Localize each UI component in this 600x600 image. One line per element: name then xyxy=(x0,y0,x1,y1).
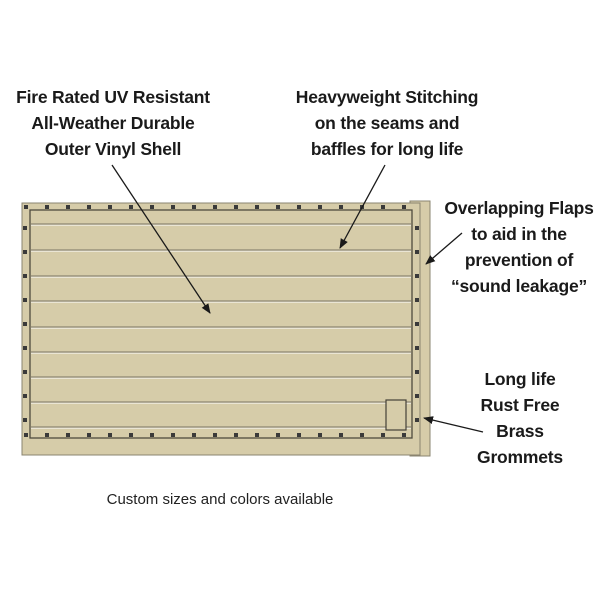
grommet xyxy=(23,322,27,326)
grommet xyxy=(108,433,112,437)
grommet xyxy=(23,370,27,374)
label-line: Outer Vinyl Shell xyxy=(44,139,182,159)
grommet xyxy=(23,394,27,398)
label-line: Heavyweight Stitching xyxy=(295,87,479,107)
grommet xyxy=(381,205,385,209)
grommet xyxy=(129,433,133,437)
grommet xyxy=(129,205,133,209)
grommet xyxy=(402,205,406,209)
grommet xyxy=(415,250,419,254)
label-line: All-Weather Durable xyxy=(31,113,195,133)
grommet xyxy=(276,433,280,437)
label-overlapping-flaps: Overlapping Flaps to aid in the preventi… xyxy=(440,195,598,299)
grommet xyxy=(23,226,27,230)
grommet xyxy=(24,205,28,209)
grommet xyxy=(415,322,419,326)
grommet xyxy=(415,298,419,302)
grommet xyxy=(171,433,175,437)
grommet xyxy=(66,205,70,209)
grommet xyxy=(45,205,49,209)
label-vinyl-shell: Fire Rated UV Resistant All-Weather Dura… xyxy=(8,84,218,162)
grommet xyxy=(234,205,238,209)
grommet xyxy=(24,433,28,437)
grommet xyxy=(415,418,419,422)
grommet xyxy=(415,274,419,278)
grommet xyxy=(23,250,27,254)
grommet xyxy=(87,205,91,209)
arrow-vinyl-shell xyxy=(111,164,211,314)
vinyl-panel xyxy=(21,202,421,456)
grommet xyxy=(23,346,27,350)
grommet xyxy=(276,205,280,209)
label-line: Fire Rated UV Resistant xyxy=(16,87,210,107)
grommet xyxy=(255,433,259,437)
grommet xyxy=(192,205,196,209)
grommet xyxy=(415,370,419,374)
grommet xyxy=(23,274,27,278)
grommet xyxy=(23,418,27,422)
grommet xyxy=(234,433,238,437)
grommet xyxy=(23,298,27,302)
label-line: to aid in the xyxy=(471,224,567,244)
access-patch xyxy=(385,399,407,431)
label-line: Long life xyxy=(484,369,556,389)
label-line: Overlapping Flaps xyxy=(444,198,594,218)
grommet xyxy=(381,433,385,437)
grommet xyxy=(360,433,364,437)
label-line: on the seams and xyxy=(314,113,460,133)
grommet xyxy=(213,433,217,437)
arrow-stitching xyxy=(339,164,386,249)
label-stitching: Heavyweight Stitching on the seams and b… xyxy=(282,84,492,162)
grommet xyxy=(415,226,419,230)
arrow-grommets xyxy=(423,416,484,433)
label-line: Brass xyxy=(496,421,544,441)
grommet xyxy=(213,205,217,209)
grommet xyxy=(255,205,259,209)
label-line: prevention of xyxy=(464,250,574,270)
grommet xyxy=(339,205,343,209)
grommet xyxy=(415,346,419,350)
arrow-flaps xyxy=(425,232,463,265)
grommet xyxy=(415,394,419,398)
label-line: “sound leakage” xyxy=(450,276,588,296)
grommet xyxy=(108,205,112,209)
grommet xyxy=(66,433,70,437)
grommet xyxy=(45,433,49,437)
grommet xyxy=(171,205,175,209)
panel-inner-border xyxy=(29,209,413,439)
grommet xyxy=(318,433,322,437)
grommet xyxy=(87,433,91,437)
grommet xyxy=(150,205,154,209)
grommet xyxy=(192,433,196,437)
grommet-row xyxy=(23,205,419,437)
label-line: baffles for long life xyxy=(310,139,464,159)
grommet xyxy=(297,433,301,437)
grommet xyxy=(150,433,154,437)
stitch-lines xyxy=(31,223,411,429)
label-grommets: Long life Rust Free Brass Grommets xyxy=(455,366,585,470)
grommet xyxy=(297,205,301,209)
grommet xyxy=(339,433,343,437)
grommet xyxy=(318,205,322,209)
caption: Custom sizes and colors available xyxy=(106,491,334,508)
label-line: Grommets xyxy=(477,447,563,467)
grommet xyxy=(402,433,406,437)
label-line: Rust Free xyxy=(480,395,560,415)
